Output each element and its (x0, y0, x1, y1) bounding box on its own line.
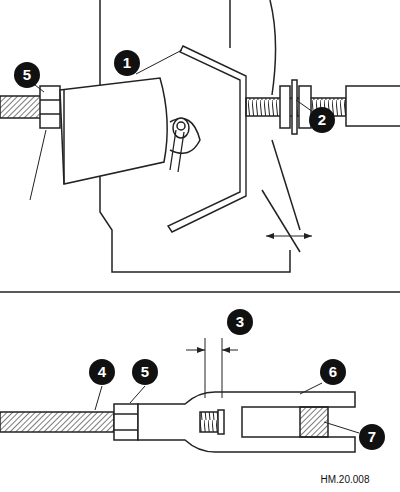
callout-number: 7 (359, 424, 385, 450)
callout-number: 5 (14, 62, 40, 88)
figure-code: HM.20.008 (320, 474, 371, 485)
callout-number: 4 (89, 359, 115, 385)
callout-number: 6 (320, 359, 346, 385)
callout-number: 1 (114, 50, 140, 76)
callout-number: 5 (132, 359, 158, 385)
callout-number: 3 (227, 309, 253, 335)
callout-number: 2 (309, 107, 335, 133)
